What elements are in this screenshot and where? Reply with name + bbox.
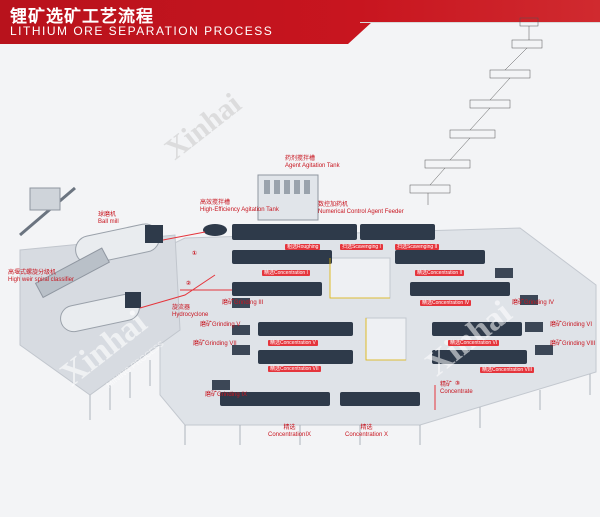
feed-conveyor [19,186,76,237]
grinding-9-label: 磨矿Grinding IX [205,392,248,398]
tag-roughing: 粗选Roughing [285,244,321,250]
grinding-7-label: 磨矿Grinding VII [193,341,237,347]
agitation-tank-label: 高效搅拌槽 High-Efficiency Agitation Tank [200,200,279,213]
page-subtitle: LITHIUM ORE SEPARATION PROCESS [10,24,274,38]
tag-scavenging-2: 扫选Scavenging II [395,244,440,250]
tag-scavenging-1: 扫选Scavenging I [340,244,383,250]
tag-concentration-6: 精选Concentration VI [448,340,500,346]
page-title: 锂矿选矿工艺流程 [10,7,154,26]
grinding-3-label: 磨矿Grinding III [222,300,264,306]
tag-concentration-1: 精选Concentration I [262,270,310,276]
final-concentrate-label: 精矿 Concentrate [440,382,473,395]
grinding-6-label: 磨矿Grinding VI [550,322,593,328]
grinding-8-label: 磨矿Grinding VIII [550,341,596,347]
feeder-label: 数控加药机 Numerical Control Agent Feeder [318,202,404,215]
step-number-3: ③ [455,381,461,387]
step-number-1: ① [192,251,198,257]
header-divider [360,22,600,23]
tag-concentration-8: 精选Concentration VIII [480,367,535,373]
flotation-rows [220,224,527,406]
tag-concentration-2: 精选Concentration II [415,270,465,276]
ball-mill-2 [60,292,141,333]
spiral-classifier [34,247,110,299]
hydrocyclone-label: 旋流器 Hydrocyclone [172,305,209,318]
tag-concentration-5: 精选Concentration V [268,340,318,346]
center-opening-2 [365,317,407,361]
center-opening [329,257,391,299]
grinding-5-label: 磨矿Grinding V [200,322,241,328]
regrinding-mills [212,268,553,390]
agitation-tank [203,224,227,236]
tag-concentration-4: 精选Concentration IV [420,300,472,306]
mini-flowchart [409,17,543,205]
reagent-tank-label: 药剂搅拌槽 Agent Agitation Tank [285,156,340,169]
ball-mill-label: 球磨机 Ball mill [98,212,119,225]
step-number-2: ② [186,281,192,287]
concentration-10-label: 精选 Concentration X [345,425,389,438]
classifier-label: 高堰式螺旋分级机 High weir spiral classifier [8,270,75,283]
tag-concentration-7: 精选Concentration VII [268,366,321,372]
concentration-9-label: 精选 ConcentrationIX [268,425,312,438]
grinding-4-label: 磨矿Grinding IV [512,300,555,306]
